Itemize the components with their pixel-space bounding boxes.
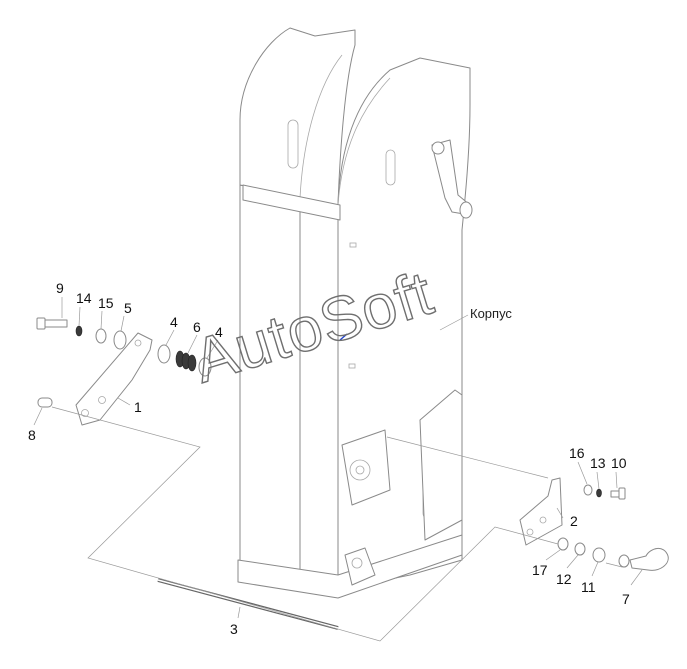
part-nut-17: [557, 537, 569, 551]
part-pin-8: [37, 397, 53, 408]
part-bracket-2: [519, 477, 563, 546]
callout-1: 1: [134, 399, 142, 415]
callout-14: 14: [76, 290, 92, 306]
callout-7: 7: [622, 591, 630, 607]
part-nut-12: [574, 542, 586, 556]
callout-15: 15: [98, 295, 114, 311]
part-lever-1: [75, 332, 153, 426]
callout-6: 6: [193, 319, 201, 335]
part-washer-4-left: [157, 344, 171, 364]
callout-16: 16: [569, 445, 585, 461]
part-nut-11: [592, 547, 606, 563]
part-washer-14: [75, 325, 83, 337]
part-washer-4-right: [198, 357, 212, 377]
part-washer-13: [596, 488, 602, 498]
callout-13: 13: [590, 455, 606, 471]
part-washer-15: [95, 328, 107, 344]
callout-8: 8: [28, 427, 36, 443]
callout-5: 5: [124, 300, 132, 316]
part-washer-16: [583, 484, 593, 496]
callout-4-left: 4: [170, 314, 178, 330]
callout-9: 9: [56, 280, 64, 296]
left-assembly: [36, 317, 212, 426]
callout-11: 11: [581, 579, 596, 595]
callout-labels: 9 14 15 5 4 6 4 1 8 16 13 10 2 17 12 11 …: [28, 280, 630, 637]
callout-4-right: 4: [215, 324, 223, 340]
callout-2: 2: [570, 513, 578, 529]
part-knob-7: [629, 548, 669, 571]
part-spring-6: [175, 350, 197, 372]
callout-12: 12: [556, 571, 572, 587]
part-bolt-9: [36, 317, 68, 330]
part-washer-5: [113, 330, 127, 350]
housing-label: Корпус: [470, 306, 512, 321]
right-assembly: [519, 477, 669, 571]
part-screw-10: [610, 487, 626, 500]
callout-10: 10: [611, 455, 627, 471]
part-nut-11b: [618, 554, 630, 568]
callout-3: 3: [230, 621, 238, 637]
part-rod-3: [157, 578, 339, 630]
housing: [237, 27, 473, 599]
leader-lines: [33, 297, 643, 642]
callout-17: 17: [532, 562, 548, 578]
